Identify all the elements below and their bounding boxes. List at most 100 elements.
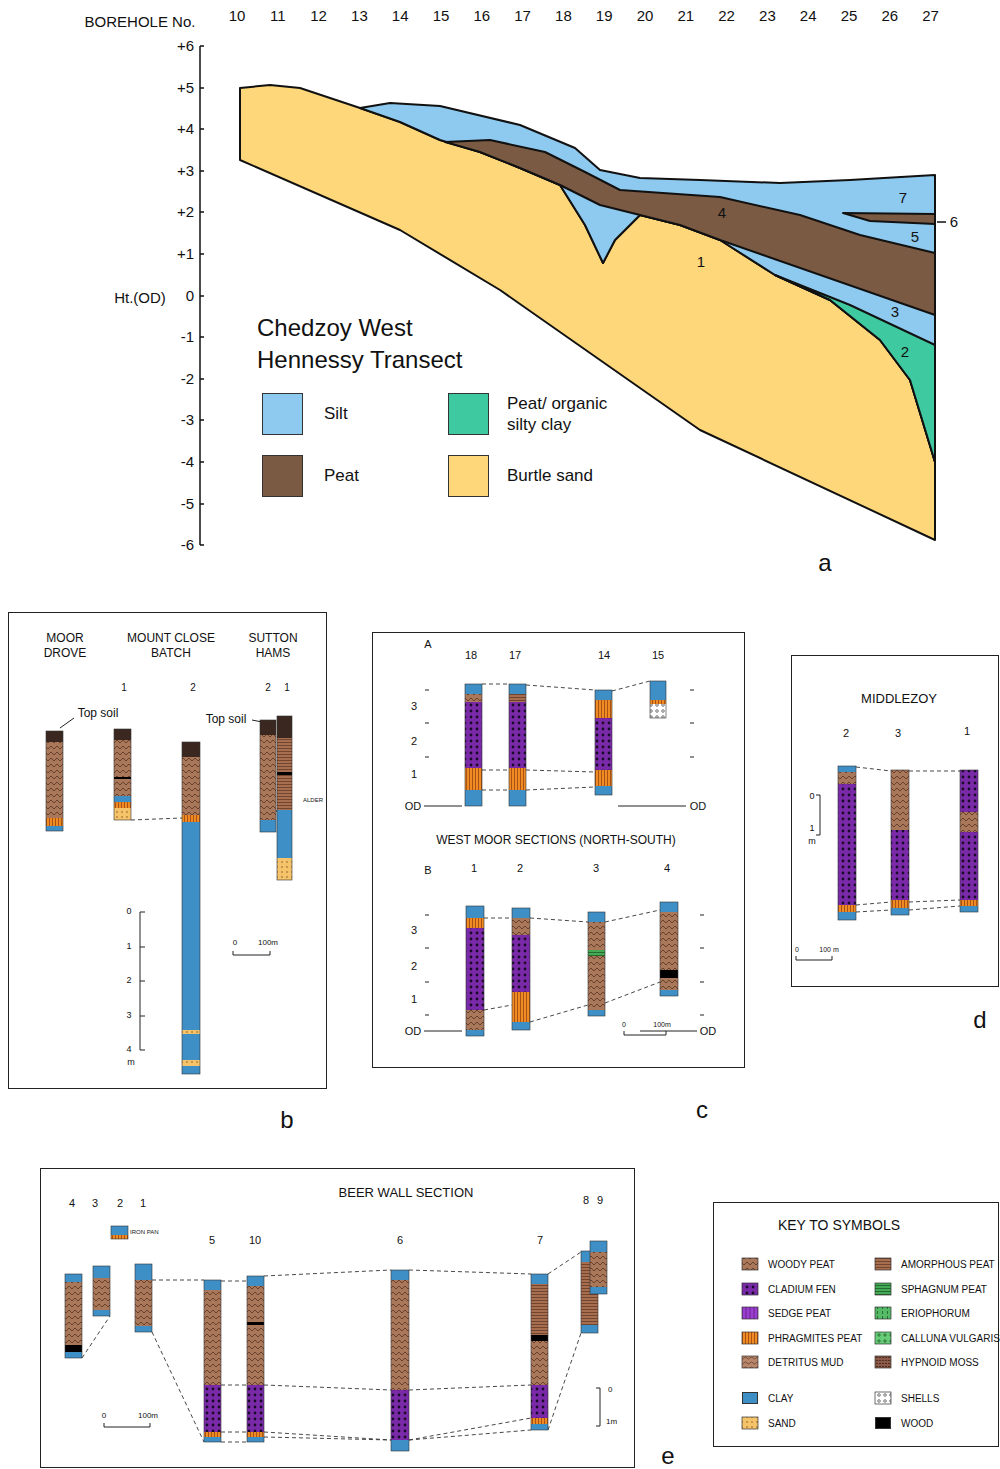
log-segment <box>204 1432 221 1437</box>
label-text: 6 <box>950 214 958 231</box>
legend-text: ERIOPHORUM <box>901 1308 970 1319</box>
log-segment <box>531 1335 548 1341</box>
legend-text: WOOD <box>901 1418 933 1429</box>
label-text: 1 <box>809 824 814 834</box>
legend-text: SHELLS <box>901 1393 939 1404</box>
label-text: 0 <box>622 1021 626 1029</box>
label-text: 26 <box>881 8 898 25</box>
borehole-log <box>65 1274 82 1358</box>
log-segment <box>135 1326 152 1332</box>
log-segment <box>65 1274 82 1282</box>
legend-text: Silt <box>324 405 348 424</box>
log-segment <box>838 772 856 784</box>
panel-box: WEST MOOR SECTIONS (NORTH-SOUTH) <box>372 632 745 1068</box>
label-text: 0 <box>608 1386 612 1395</box>
log-segment <box>650 681 666 700</box>
peat-lens <box>843 213 935 224</box>
log-segment <box>509 790 526 806</box>
leader-line <box>60 718 74 728</box>
log-segment <box>204 1290 221 1385</box>
log-segment <box>590 1252 607 1287</box>
symbol-swatch <box>742 1283 758 1295</box>
label-text: 0 <box>102 1412 106 1421</box>
label-text: BOREHOLE No. <box>85 14 196 31</box>
log-segment <box>65 1282 82 1345</box>
log-segment <box>391 1280 409 1390</box>
log-segment <box>182 1034 200 1060</box>
log-segment <box>247 1437 264 1442</box>
log-segment <box>891 830 909 900</box>
log-segment <box>466 906 484 918</box>
log-segment <box>277 716 292 738</box>
log-segment <box>93 1266 110 1278</box>
borehole-log <box>466 906 484 1036</box>
label-text: 13 <box>351 8 368 25</box>
legend-swatch <box>742 1392 758 1404</box>
panel-heading: MIDDLEZOY <box>861 691 937 707</box>
log-segment <box>512 992 530 1022</box>
log-segment <box>531 1424 548 1430</box>
log-segment <box>46 742 63 818</box>
log-segment <box>466 1030 484 1036</box>
borehole-log <box>114 729 131 820</box>
log-segment <box>182 1030 200 1034</box>
label-text: -5 <box>181 495 194 512</box>
label-text: 9 <box>597 1194 603 1206</box>
log-segment <box>465 702 482 768</box>
panel-letter: d <box>973 1007 986 1033</box>
log-segment <box>247 1325 264 1385</box>
borehole-log <box>260 720 276 832</box>
label-text: IRON PAN <box>130 1229 159 1236</box>
legend-text: PHRAGMITES PEAT <box>768 1333 862 1344</box>
log-segment <box>960 906 978 912</box>
label-text: 14 <box>392 8 409 25</box>
label-text: 4 <box>664 862 670 874</box>
label-text: 7 <box>899 190 907 207</box>
height-axis <box>200 46 204 545</box>
label-text: 0 <box>186 287 194 304</box>
label-text: 18 <box>465 649 477 661</box>
borehole-log <box>595 690 612 795</box>
label-text: 0 <box>233 939 237 948</box>
label-text: 18 <box>555 8 572 25</box>
log-segment <box>93 1278 110 1310</box>
panel-letter: c <box>696 1097 708 1123</box>
panel-box: MIDDLEZOY <box>791 655 999 987</box>
log-segment <box>531 1385 548 1418</box>
label-text: 2 <box>411 735 417 747</box>
leader-line <box>937 221 946 223</box>
log-segment <box>531 1341 548 1385</box>
panel-letter: e <box>661 1443 674 1469</box>
label-text: 12 <box>310 8 327 25</box>
borehole-log <box>111 1226 128 1239</box>
label-text: 3 <box>411 700 417 712</box>
log-segment <box>595 690 612 700</box>
borehole-log <box>247 1276 264 1442</box>
label-text: 100m <box>653 1021 671 1029</box>
label-text: OD <box>405 1025 422 1037</box>
label-text: 1 <box>284 682 290 693</box>
log-segment <box>182 1066 200 1074</box>
panel-box: KEY TO SYMBOLS <box>713 1202 999 1447</box>
log-segment <box>509 768 526 790</box>
log-segment <box>595 700 612 718</box>
label-text: 1 <box>964 725 970 737</box>
label-text: 0 <box>795 946 799 954</box>
legend-text: CLAY <box>768 1393 793 1404</box>
label-text: 2 <box>517 862 523 874</box>
log-segment <box>509 694 526 702</box>
log-segment <box>46 731 63 742</box>
label-text: 10 <box>249 1234 261 1246</box>
log-segment <box>111 1235 128 1239</box>
borehole-log <box>531 1274 548 1430</box>
panel-heading: MOUNT CLOSE BATCH <box>116 631 226 661</box>
label-text: +3 <box>177 163 194 180</box>
sand-layer <box>240 85 935 540</box>
log-segment <box>465 768 482 790</box>
log-segment <box>960 900 978 906</box>
borehole-log <box>588 912 605 1016</box>
log-segment <box>838 905 856 912</box>
borehole-log <box>509 684 526 806</box>
log-segment <box>660 902 678 912</box>
label-text: 100m <box>258 939 278 948</box>
